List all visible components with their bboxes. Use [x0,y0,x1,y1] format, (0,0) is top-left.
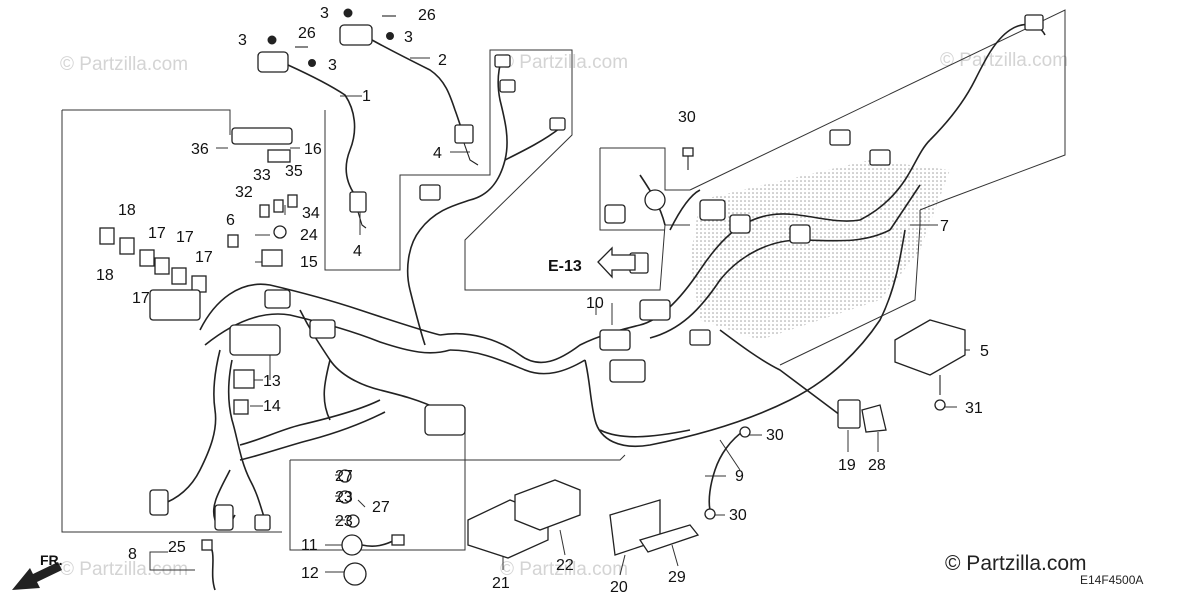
callout-label: 31 [965,400,983,417]
harness-connectors [149,14,1044,531]
callout-label: 3 [328,57,337,74]
callout-label: 3 [320,5,329,22]
callout-label: 22 [556,557,574,574]
callout-label: 17 [176,229,194,246]
callout-label: 17 [132,290,150,307]
callout-label: 23 [335,513,353,530]
callout-label: 26 [418,7,436,24]
bolt-30-top [682,147,694,170]
callout-label: 17 [195,249,213,266]
callout-label: 21 [492,575,510,592]
o2-sensor-1 [257,51,367,229]
relay-19-28 [837,399,887,433]
callout-label: 15 [300,254,318,271]
front-arrow-icon: FR. [12,552,63,590]
callout-label: 27 [335,468,353,485]
callout-label: 30 [766,427,784,444]
callout-label: 30 [678,109,696,126]
group-frames [61,9,1066,551]
diagram-code: E14F4500A [1080,573,1143,587]
relays-group [99,127,298,415]
callout-label: 34 [302,205,320,222]
part-25-cable [201,539,216,591]
callout-label: 11 [301,537,318,554]
callout-label: 27 [372,499,390,516]
shaded-area [690,160,950,340]
callout-label: 16 [304,141,322,158]
callout-label: 14 [263,398,281,415]
watermarks: © Partzilla.com © Partzilla.com © Partzi… [60,50,1068,580]
callout-label: 4 [433,145,442,162]
callout-label: 5 [980,343,989,360]
callout-label: 32 [235,184,253,201]
callout-label: 3 [238,32,247,49]
callout-label: 23 [335,489,353,506]
watermark-text: © Partzilla.com [500,52,628,73]
fasteners-top [267,8,396,67]
callout-label: 29 [668,569,686,586]
callout-label: 19 [838,457,856,474]
watermark-text: © Partzilla.com [60,54,188,75]
callout-label: 2 [438,52,447,69]
copyright-text: © Partzilla.com [945,552,1087,575]
main-wire-harness [159,23,1046,527]
ecm-module [467,479,700,559]
callout-label: 6 [226,212,235,229]
reference-label: E-13 [548,258,582,275]
control-unit-5 [894,319,966,411]
callout-label: 30 [729,507,747,524]
callout-label: 18 [96,267,114,284]
callout-label: 4 [353,243,362,260]
callouts: 3 26 3 26 3 3 2 1 4 4 36 16 33 35 32 34 … [96,5,989,596]
callout-label: 12 [301,565,319,582]
callout-label: 8 [128,546,137,563]
callout-label: 28 [868,457,886,474]
callout-label: 10 [586,295,604,312]
callout-label: 7 [940,218,949,235]
callout-label: 3 [404,29,413,46]
callout-label: 35 [285,163,303,180]
watermark-text: © Partzilla.com [500,559,628,580]
callout-label: 17 [148,225,166,242]
callout-label: 24 [300,227,318,244]
callout-label: 26 [298,25,316,42]
callout-label: 36 [191,141,209,158]
callout-label: 25 [168,539,186,556]
callout-label: 18 [118,202,136,219]
callout-label: 9 [735,468,744,485]
watermark-text: © Partzilla.com [60,559,188,580]
callout-label: 1 [362,88,371,105]
front-label: FR. [40,552,63,568]
parts-11-12 [338,469,405,586]
callout-label: 33 [253,167,271,184]
ground-cable-9 [704,426,751,520]
o2-sensor-2 [339,24,479,166]
watermark-text: © Partzilla.com [940,50,1068,71]
callout-label: 20 [610,579,628,596]
callout-label: 13 [263,373,281,390]
reference-arrow: E-13 [548,246,636,279]
